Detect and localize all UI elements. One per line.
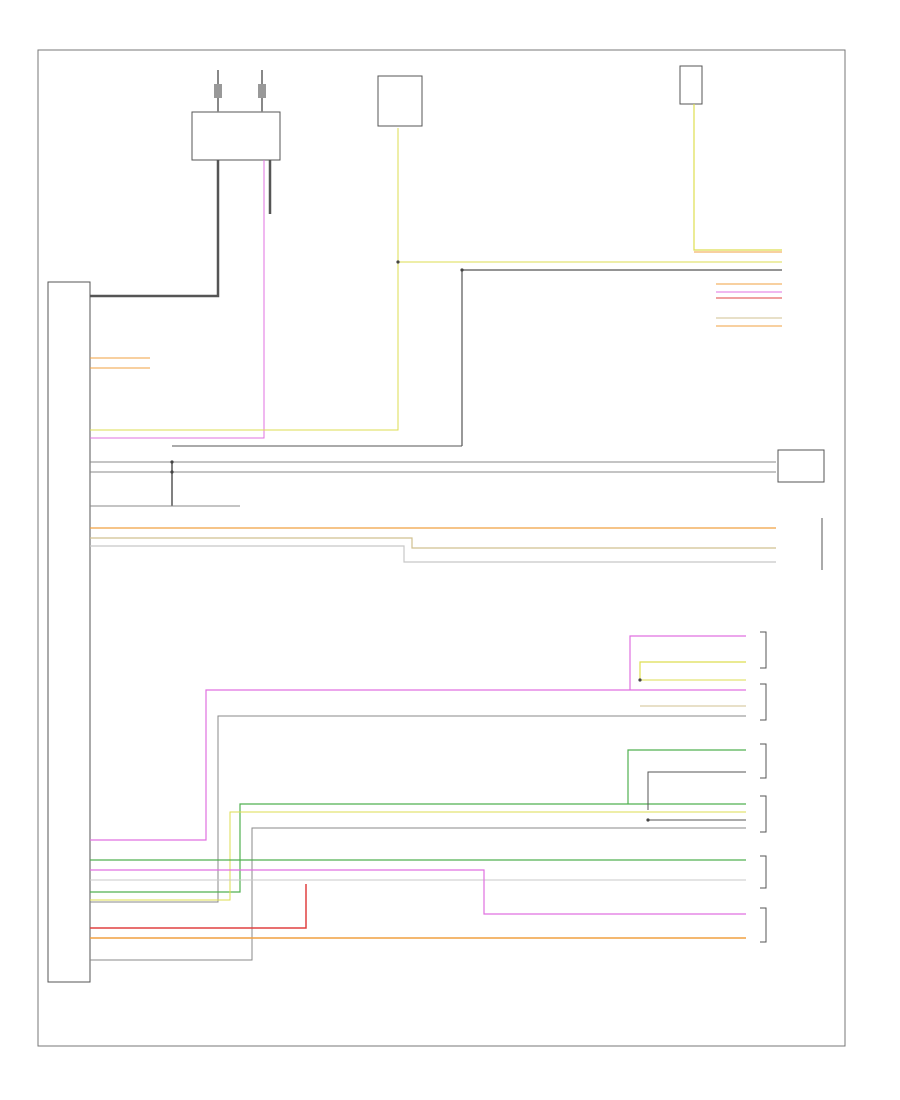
wire-green-lf xyxy=(90,803,746,893)
wire-red-rr xyxy=(90,884,307,929)
wire-tan-dl xyxy=(90,537,776,549)
splice-dot xyxy=(170,470,174,474)
fuse-b-icon xyxy=(258,84,266,98)
wire-gray-dl xyxy=(90,545,776,563)
lf-speed-box xyxy=(760,743,767,779)
wire-green-lf-upper xyxy=(627,749,746,804)
splice-dot xyxy=(396,260,400,264)
wire-group xyxy=(90,104,782,961)
rf-speed-box xyxy=(760,631,767,669)
rr-speed-box xyxy=(760,907,767,943)
steering-angle-sensor xyxy=(679,65,703,105)
wire-pink-rf-upper xyxy=(629,635,746,690)
wire-gray-rf xyxy=(90,715,746,903)
fuse-block-box xyxy=(191,111,281,161)
diagram-frame xyxy=(37,49,846,1047)
wire-pink-fuse xyxy=(90,160,265,439)
fuse-block xyxy=(191,70,281,161)
splice-dot xyxy=(170,460,174,464)
splice-dot xyxy=(646,818,650,822)
control-module-top xyxy=(377,75,423,127)
fuse-a-icon xyxy=(214,84,222,98)
wire-gray-lf xyxy=(90,827,746,961)
rf-sensor-box xyxy=(760,683,767,721)
splice-dot xyxy=(460,268,464,272)
lr-speed-box xyxy=(760,855,767,889)
steering-angle-box xyxy=(679,65,703,105)
wire-gray-bus xyxy=(461,269,782,446)
wire-gray-fuse xyxy=(90,160,220,298)
splice-dot xyxy=(638,678,642,682)
wire-steering-yellow xyxy=(693,104,782,251)
lf-sensor-box xyxy=(760,795,767,833)
wire-yellow-ctrl xyxy=(90,128,399,431)
instrument-cluster-box xyxy=(777,449,825,483)
wire-pink-rr xyxy=(90,869,746,915)
wire-yellow-lf xyxy=(90,811,746,901)
wire-gray-lf-upper xyxy=(647,771,746,810)
control-module-top-box xyxy=(377,75,423,127)
wheel-sensors xyxy=(760,631,767,943)
abs-module-box xyxy=(47,281,91,983)
wire-pink-rf xyxy=(90,689,746,841)
wire-yellow-rf-upper xyxy=(639,661,746,680)
